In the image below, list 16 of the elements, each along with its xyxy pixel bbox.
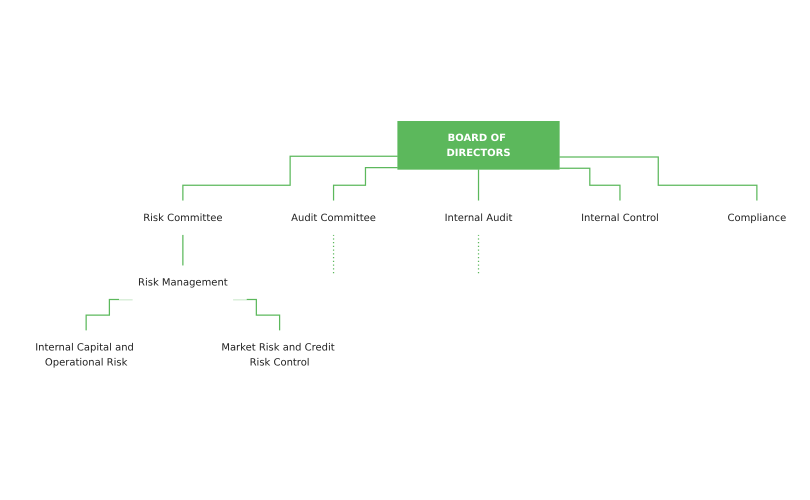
- node-text: Audit Committee: [291, 211, 376, 224]
- connector: [332, 234, 334, 274]
- connector: [478, 168, 480, 202]
- node-text: Internal Audit: [444, 211, 512, 224]
- connector: [182, 234, 184, 266]
- node-text: Compliance: [727, 211, 786, 224]
- connector: [332, 166, 398, 202]
- connector: [560, 156, 758, 202]
- node-text: Risk Committee: [143, 211, 223, 224]
- connector: [560, 167, 621, 202]
- node-box: BOARD OF DIRECTORS: [397, 120, 560, 170]
- node-text: Internal Capital and Operational Risk: [35, 341, 134, 368]
- connector: [182, 156, 398, 202]
- node-text: Market Risk and Credit Risk Control: [221, 341, 335, 368]
- connector: [478, 234, 480, 274]
- node-text: Internal Control: [581, 211, 659, 224]
